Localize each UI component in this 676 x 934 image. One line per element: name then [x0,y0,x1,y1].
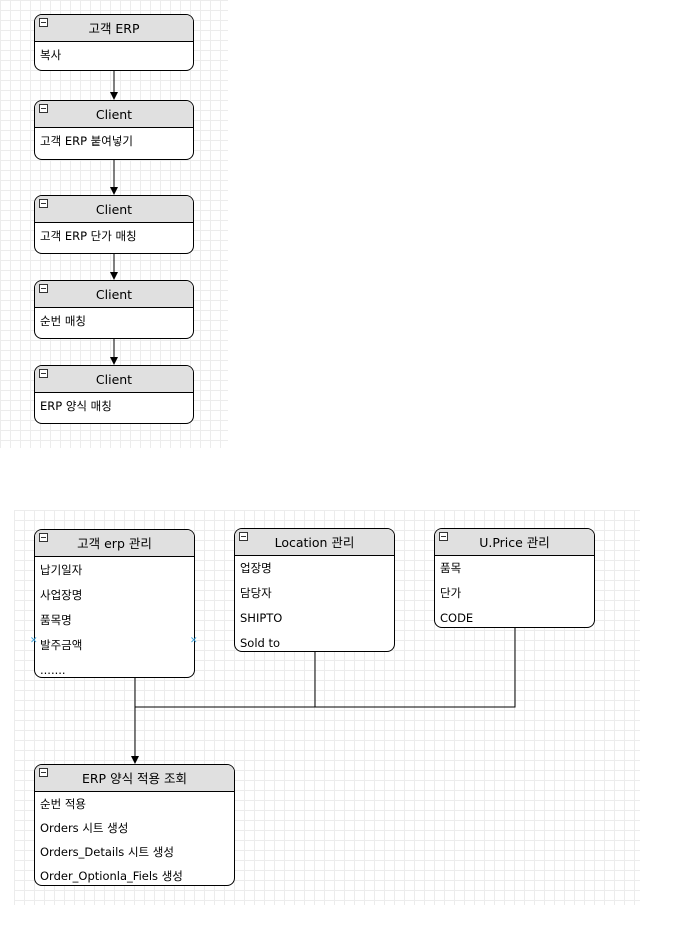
entity-customer-erp[interactable]: 고객 erp 관리 납기일자 사업장명 품목명 발주금액 ....... [34,529,195,678]
collapse-icon[interactable] [239,532,248,541]
box-title: Client [95,287,133,302]
collapse-icon[interactable] [39,284,48,293]
field-row: 순번 적용 [40,797,86,811]
collapse-icon[interactable] [39,104,48,113]
collapse-icon[interactable] [39,369,48,378]
entity-title: 고객 erp 관리 [77,536,152,551]
connection-handle-left[interactable]: ✕ [30,636,38,646]
box-title: Client [95,202,133,217]
field-row: SHIPTO [240,611,283,625]
field-row: 단가 [440,586,462,600]
field-row: 발주금액 [40,638,83,652]
entity-result[interactable]: ERP 양식 적용 조회 순번 적용 Orders 시트 생성 Orders_D… [34,764,235,886]
field-row: Orders 시트 생성 [40,821,129,835]
box-title: Client [95,372,133,387]
field-row: ....... [40,663,66,677]
flow-box-5[interactable]: Client ERP 양식 매칭 [34,365,194,424]
connection-handle-right[interactable]: ✕ [190,636,198,646]
field-row: CODE [440,611,474,625]
field-row: 품목 [440,561,462,575]
box-text: 순번 매칭 [40,314,86,328]
collapse-icon[interactable] [39,533,48,542]
connector-uprice [315,628,516,708]
field-row: 품목명 [40,613,72,627]
box-text: 복사 [40,48,62,62]
field-row: 담당자 [240,586,272,600]
field-row: Sold to [240,636,281,650]
box-text: 고객 ERP 단가 매칭 [40,229,137,243]
entity-uprice[interactable]: U.Price 관리 품목 단가 CODE [434,528,595,628]
entity-title: ERP 양식 적용 조회 [81,771,188,786]
box-title: Client [95,107,133,122]
field-row: Order_Optionla_Fiels 생성 [40,869,183,883]
box-text: 고객 ERP 붙여넣기 [40,134,133,148]
collapse-icon[interactable] [39,768,48,777]
entity-title: Location 관리 [274,535,355,550]
flow-box-1[interactable]: 고객 ERP 복사 [34,14,194,71]
collapse-icon[interactable] [39,199,48,208]
flow-box-3[interactable]: Client 고객 ERP 단가 매칭 [34,195,194,254]
entity-location[interactable]: Location 관리 업장명 담당자 SHIPTO Sold to [234,528,395,652]
field-row: 납기일자 [40,563,83,577]
collapse-icon[interactable] [439,532,448,541]
field-row: 사업장명 [40,588,83,602]
flow-box-4[interactable]: Client 순번 매칭 [34,280,194,339]
field-row: 업장명 [240,561,272,575]
field-row: Orders_Details 시트 생성 [40,845,174,859]
flow-box-2[interactable]: Client 고객 ERP 붙여넣기 [34,100,194,160]
box-text: ERP 양식 매칭 [40,399,112,413]
entity-title: U.Price 관리 [479,535,550,550]
box-title: 고객 ERP [88,21,140,36]
collapse-icon[interactable] [39,18,48,27]
